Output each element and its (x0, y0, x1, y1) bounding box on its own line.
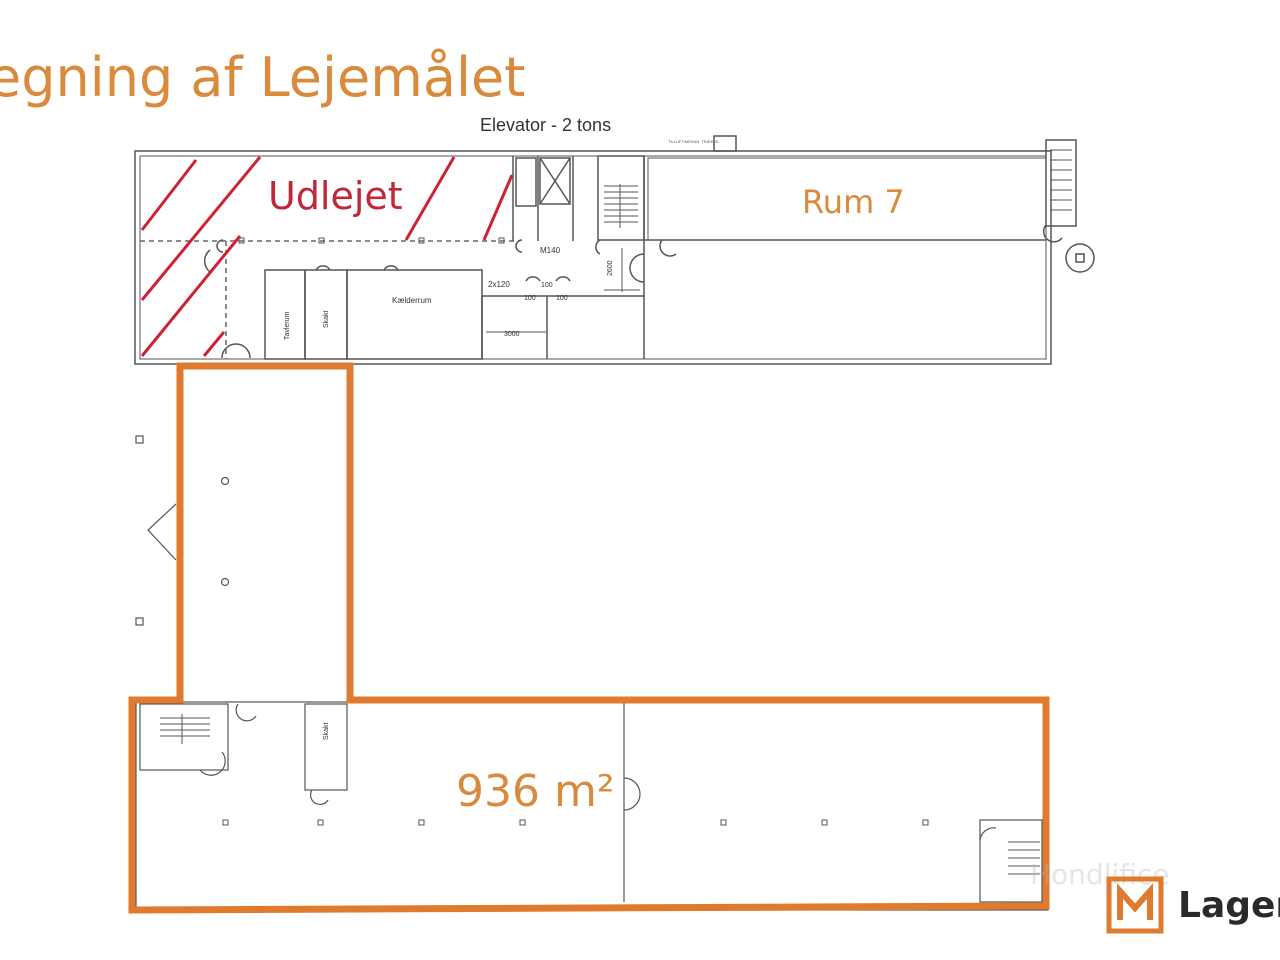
column-markers-bottom (222, 819, 929, 826)
basement-room-label: Kælderrum (392, 296, 432, 305)
dim-3000-label: 3000 (504, 331, 520, 338)
top-building (134, 135, 1095, 365)
ventilation-label: TILLUFT/MEKAN. TRÆKKE (668, 139, 719, 144)
shaft-bottom-label: Skakt (323, 722, 330, 740)
brand-name: Lagerr (1178, 884, 1280, 926)
leased-area-outline (128, 362, 1050, 914)
left-wing (135, 435, 230, 626)
room-7-label: Rum 7 (802, 183, 905, 221)
watermark-text: Hondlifice (1030, 858, 1170, 891)
area-label: 936 m² (456, 766, 614, 817)
m-logo-icon (1106, 876, 1164, 934)
dim-100a-label: 100 (541, 282, 553, 289)
dim-100b-label: 100 (524, 295, 536, 302)
rented-label: Udlejet (268, 174, 403, 218)
dim-2x120-label: 2x120 (488, 280, 510, 289)
column-markers-top (238, 237, 505, 244)
shaft-top-label: Skakt (323, 310, 330, 328)
room-m140-label: M140 (540, 246, 561, 255)
page-title: egning af Lejemålet (0, 46, 526, 109)
switch-room-label: Tavlerum (284, 311, 291, 340)
brand-logo: Lagerr (1106, 876, 1280, 934)
dim-100c-label: 100 (556, 295, 568, 302)
elevator-label: Elevator - 2 tons (480, 115, 611, 135)
dim-2600-label: 2600 (607, 260, 614, 276)
rented-hatch (140, 156, 514, 357)
